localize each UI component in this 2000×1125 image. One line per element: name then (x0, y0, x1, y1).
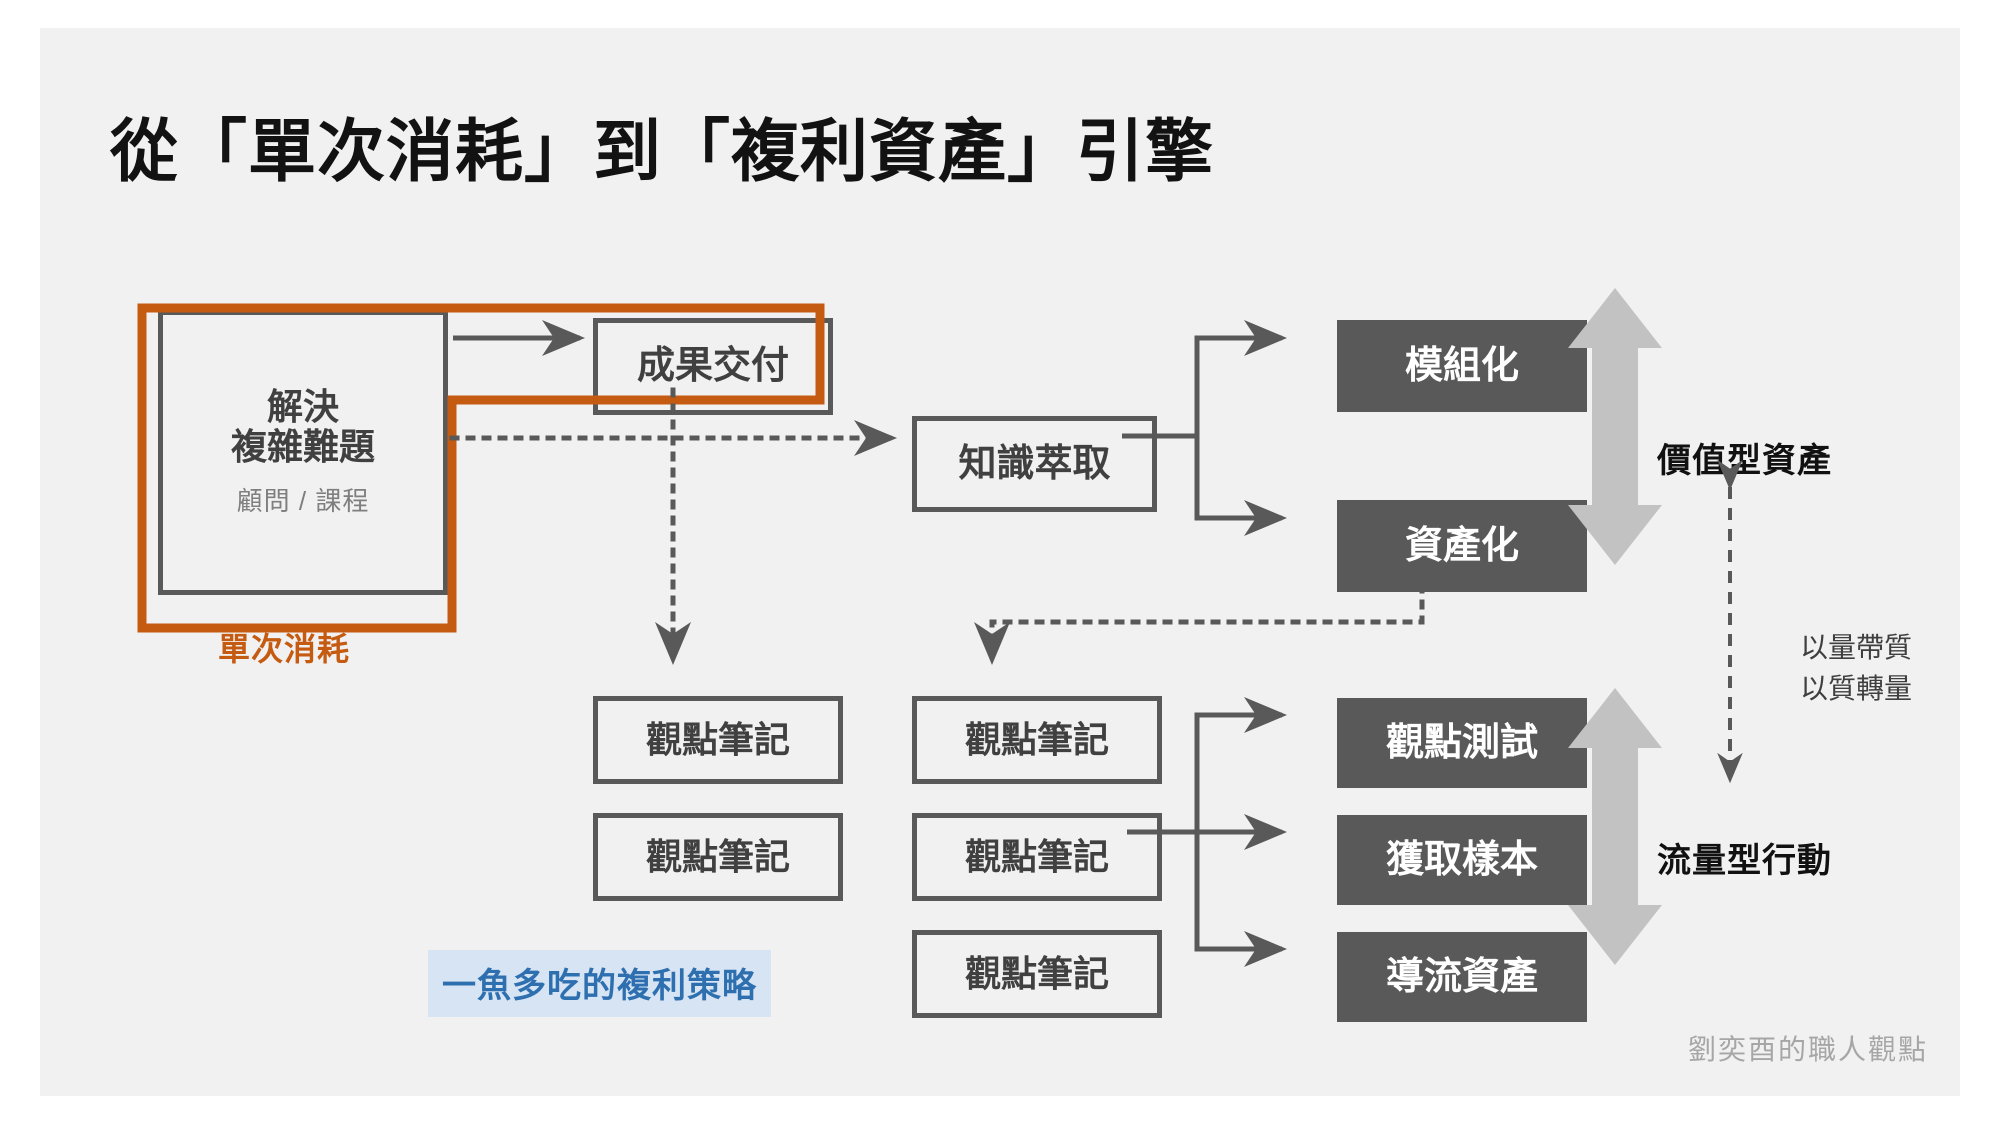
node-knowledge-extraction[interactable]: 知識萃取 (912, 416, 1157, 512)
node-viewpoint-test-label: 觀點測試 (1385, 721, 1538, 764)
node-modularization[interactable]: 模組化 (1337, 320, 1587, 412)
note-card[interactable]: 觀點筆記 (912, 930, 1162, 1018)
node-traffic-asset[interactable]: 導流資產 (1337, 932, 1587, 1022)
note-card-label: 觀點筆記 (645, 835, 790, 877)
note-card-label: 觀點筆記 (964, 835, 1109, 877)
node-acquire-samples[interactable]: 獲取樣本 (1337, 815, 1587, 905)
note-card-label: 觀點筆記 (964, 952, 1109, 994)
node-modularization-label: 模組化 (1404, 344, 1519, 387)
note-card-label: 觀點筆記 (964, 718, 1109, 760)
node-solve-line2: 複雜難題 (230, 426, 375, 467)
label-traffic-type-action: 流量型行動 (1657, 842, 1832, 880)
node-solve-line1: 解決 (266, 385, 339, 427)
label-value-type-asset: 價值型資產 (1657, 442, 1832, 480)
node-solve-subtitle: 顧問 / 課程 (236, 486, 370, 517)
author-signature: 劉奕酉的職人觀點 (1688, 1034, 1929, 1065)
node-result-delivery-label: 成果交付 (636, 345, 789, 388)
node-solve-complex-problem[interactable]: 解決 複雜難題 顧問 / 課程 (158, 310, 448, 595)
note-card[interactable]: 觀點筆記 (593, 813, 843, 901)
label-quality-quantity-line2: 以質轉量 (1800, 672, 1913, 704)
node-knowledge-extraction-label: 知識萃取 (958, 442, 1111, 485)
node-assetization-label: 資產化 (1404, 524, 1519, 567)
note-card[interactable]: 觀點筆記 (593, 696, 843, 784)
page-title: 從「單次消耗」到「複利資產」引擎 (110, 114, 1215, 190)
label-single-consumption: 單次消耗 (218, 631, 351, 667)
label-compound-strategy: 一魚多吃的複利策略 (428, 950, 771, 1017)
node-traffic-asset-label: 導流資產 (1385, 955, 1538, 998)
node-result-delivery[interactable]: 成果交付 (593, 318, 833, 415)
node-viewpoint-test[interactable]: 觀點測試 (1337, 698, 1587, 788)
node-acquire-samples-label: 獲取樣本 (1385, 838, 1538, 881)
note-card-label: 觀點筆記 (645, 718, 790, 760)
label-quality-quantity-line1: 以量帶質 (1800, 632, 1913, 663)
label-quality-quantity: 以量帶質 以質轉量 (1800, 628, 1912, 709)
node-assetization[interactable]: 資產化 (1337, 500, 1587, 592)
diagram-canvas: 從「單次消耗」到「複利資產」引擎 解決 複雜難題 顧問 / 課程 單次消耗 成果… (40, 28, 1960, 1096)
note-card[interactable]: 觀點筆記 (912, 813, 1162, 901)
note-card[interactable]: 觀點筆記 (912, 696, 1162, 784)
